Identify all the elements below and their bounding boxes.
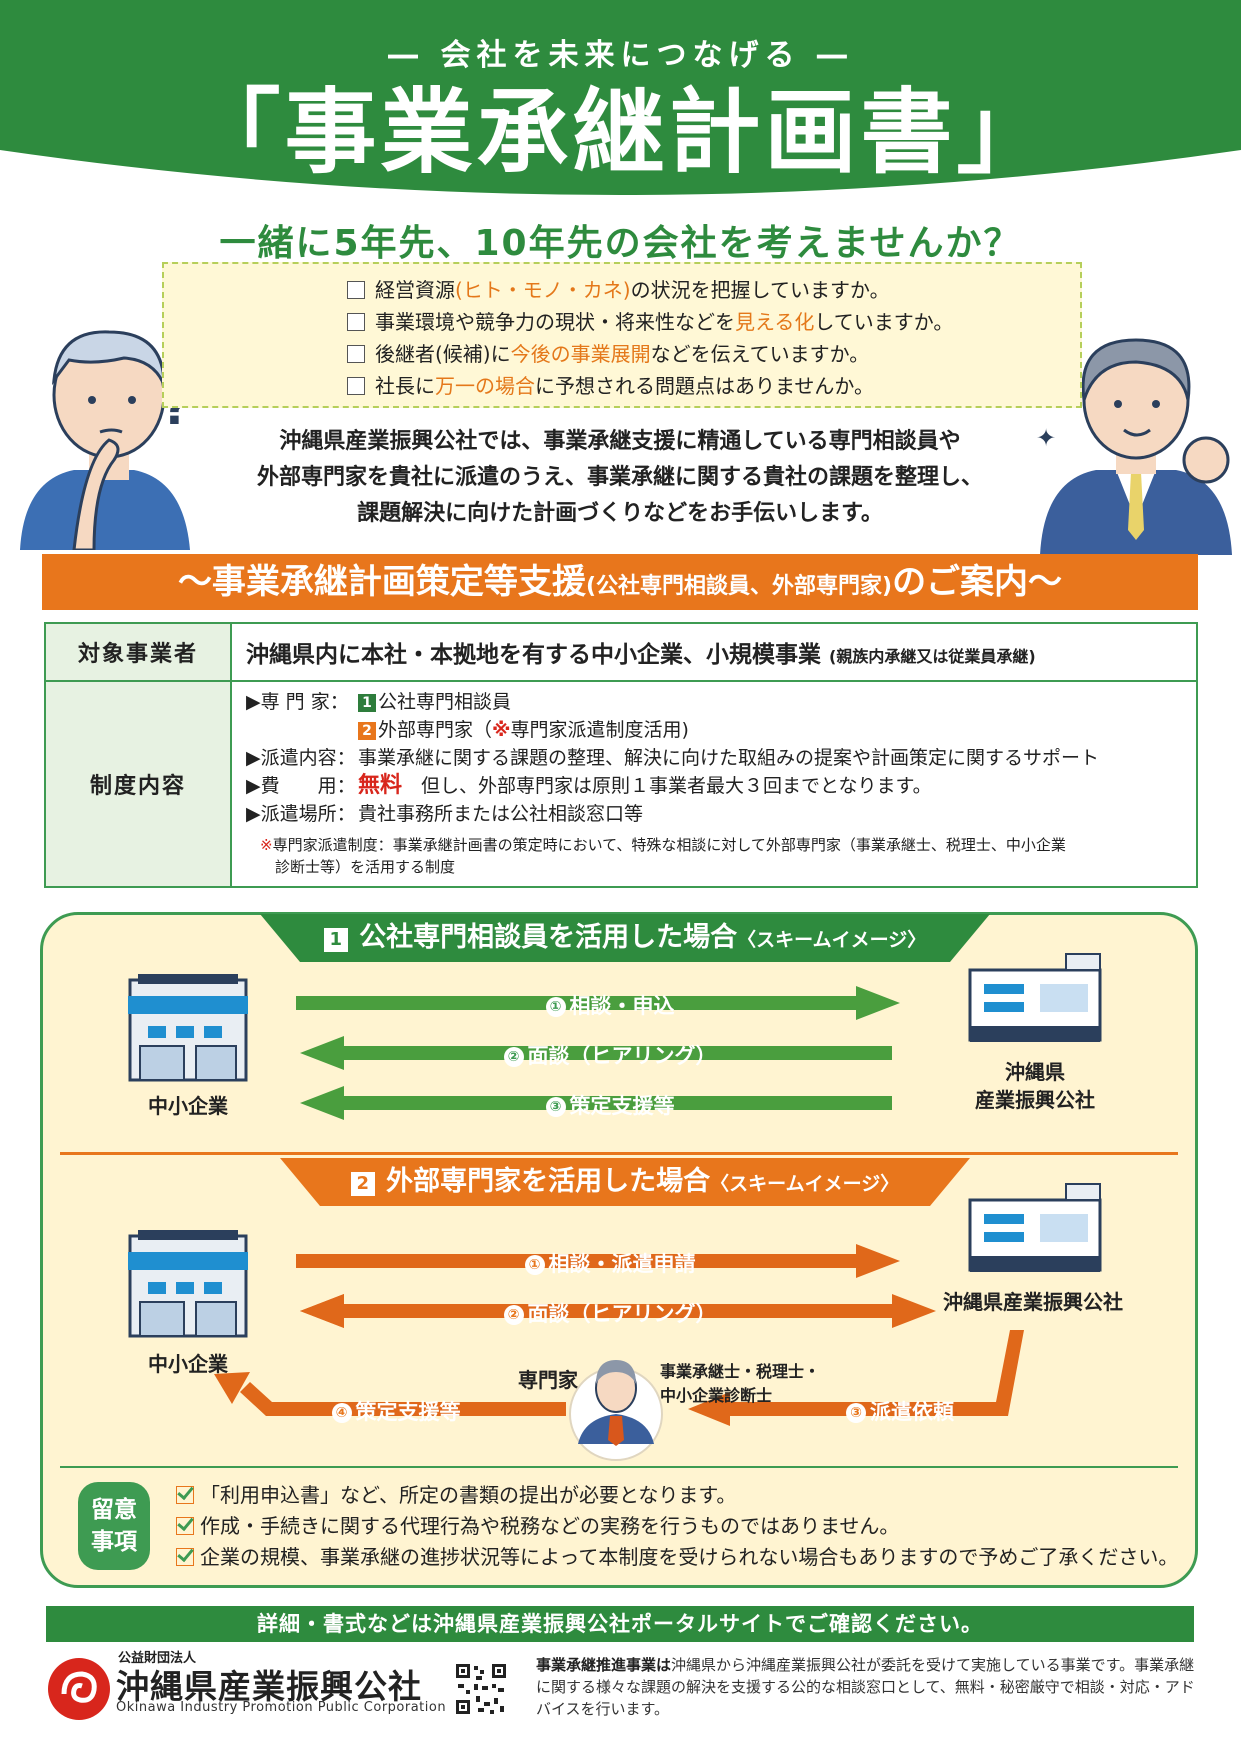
portal-notice: 詳細・書式などは沖縄県産業振興公社ポータルサイトでご確認ください。	[46, 1606, 1194, 1642]
org-name: 沖縄県産業振興公社	[116, 1667, 422, 1706]
scheme2-title: 2 外部専門家を活用した場合〈スキームイメージ〉	[280, 1162, 970, 1204]
page-title: 「事業承継計画書」	[188, 79, 1053, 186]
remarks-list: 「利用申込書」など、所定の書類の提出が必要となります。 作成・手続きに関する代理…	[176, 1480, 1178, 1573]
expert-label: 専門家	[518, 1368, 578, 1392]
info-table: 対象事業者 沖縄県内に本社・本拠地を有する中小企業、小規模事業 (親族内承継又は…	[44, 622, 1198, 888]
table-note: ※専門家派遣制度：事業承継計画書の策定時において、特殊な相談に対して外部専門家（…	[260, 836, 1066, 876]
company-building-icon	[128, 1230, 248, 1338]
remark-item: 企業の規模、事業承継の進捗状況等によって本制度を受けられない場合もありますので予…	[176, 1542, 1178, 1573]
checklist-item: 事業環境や競争力の現状・将来性などを見える化していますか。	[347, 306, 1080, 338]
scheme2-company-label: 中小企業	[148, 1352, 228, 1376]
header-subtitle: ― 会社を未来につなげる ―	[388, 38, 853, 73]
qr-code-icon	[454, 1662, 508, 1716]
scheme1-title: 1 公社専門相談員を活用した場合〈スキームイメージ〉	[260, 918, 990, 960]
corporation-building-icon	[968, 953, 1102, 1042]
guide-banner: ～事業承継計画策定等支援(公社専門相談員、外部専門家)のご案内～	[42, 554, 1198, 610]
remark-item: 「利用申込書」など、所定の書類の提出が必要となります。	[176, 1480, 1178, 1511]
remarks-badge: 留意事項	[78, 1482, 150, 1570]
checkbox-icon	[347, 281, 365, 299]
checkbox-icon	[347, 313, 365, 331]
checkmark-icon	[176, 1486, 194, 1504]
scheme2-corporation-label: 沖縄県産業振興公社	[943, 1290, 1123, 1314]
businessman-illustration	[1040, 338, 1232, 555]
checkbox-icon	[347, 345, 365, 363]
checkmark-icon	[176, 1548, 194, 1566]
corporation-logo-icon	[48, 1658, 110, 1720]
org-name-en: Okinawa Industry Promotion Public Corpor…	[116, 1700, 447, 1715]
sparkle-icon: ✦	[1036, 424, 1057, 452]
company-building-icon	[128, 974, 248, 1082]
checklist-panel: 経営資源(ヒト・モノ・カネ)の状況を把握していますか。 事業環境や競争力の現状・…	[162, 262, 1082, 408]
thinking-man-illustration	[20, 330, 190, 550]
checklist-item: 社長に万一の場合に予想される問題点はありませんか。	[347, 370, 1080, 402]
checklist-item: 経営資源(ヒト・モノ・カネ)の状況を把握していますか。	[347, 274, 1080, 306]
target-value: 沖縄県内に本社・本拠地を有する中小企業、小規模事業 (親族内承継又は従業員承継)	[230, 622, 1198, 682]
checklist: 経営資源(ヒト・モノ・カネ)の状況を把握していますか。 事業環境や競争力の現状・…	[164, 264, 1080, 402]
checkmark-icon	[176, 1517, 194, 1535]
remark-item: 作成・手続きに関する代理行為や税務などの実務を行うものではありません。	[176, 1511, 1178, 1542]
intro-text: 沖縄県産業振興公社では、事業承継支援に精通している専門相談員や 外部専門家を貴社…	[256, 429, 983, 526]
checkbox-icon	[347, 377, 365, 395]
header-background	[0, 0, 1241, 195]
target-header: 対象事業者	[44, 622, 232, 682]
expert-types: 事業承継士・税理士・中小企業診断士	[660, 1362, 821, 1405]
scheme1-corporation-label: 沖縄県産業振興公社	[975, 1060, 1095, 1112]
org-type: 公益財団法人	[118, 1651, 197, 1666]
checklist-item: 後継者(候補)に今後の事業展開などを伝えていますか。	[347, 338, 1080, 370]
footer-description: 事業承継推進事業は沖縄県から沖縄産業振興公社が委託を受けて実施している事業です。…	[536, 1656, 1195, 1718]
header-question: 一緒に5年先、10年先の会社を考えませんか？	[219, 223, 1022, 264]
expert-person-icon	[569, 1360, 663, 1461]
scheme1-company-label: 中小企業	[148, 1094, 228, 1118]
corporation-building-icon	[968, 1183, 1102, 1272]
content-header: 制度内容	[44, 680, 232, 888]
